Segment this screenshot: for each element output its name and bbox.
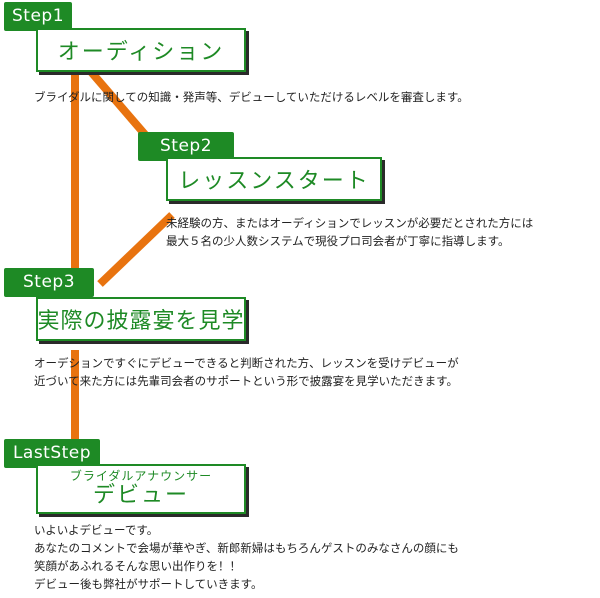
laststep-description: いよいよデビューです。 あなたのコメントで会場が華やぎ、新郎新婦はもちろんゲスト… — [34, 521, 459, 593]
connector-step1-step2 — [82, 63, 152, 141]
step1-title: オーディション — [57, 40, 225, 65]
laststep-title: デビュー — [92, 482, 189, 508]
laststep-tag: LastStep — [4, 439, 100, 468]
step2-title-box: レッスンスタート — [166, 157, 382, 201]
step2-description-line: 最大５名の少人数システムで現役プロ司会者が丁寧に指導します。 — [166, 234, 510, 248]
laststep-description-line: あなたのコメントで会場が華やぎ、新郎新婦はもちろんゲストのみなさんの顔にも — [34, 541, 459, 555]
step1-tag: Step1 — [4, 2, 72, 31]
step3-title-box: 実際の披露宴を見学 — [36, 297, 246, 341]
step2-description: 未経験の方、またはオーディションでレッスンが必要だとされた方には 最大５名の少人… — [166, 214, 533, 250]
step1-description-line: ブライダルに関しての知識・発声等、デビューしていただけるレベルを審査します。 — [34, 90, 469, 104]
step3-tag: Step3 — [4, 268, 94, 297]
laststep-title-box: ブライダルアナウンサー デビュー — [36, 464, 246, 514]
step3-description-line: オーデションですぐにデビューできると判断された方、レッスンを受けデビューが — [34, 356, 459, 370]
laststep-description-line: デビュー後も弊社がサポートしていきます。 — [34, 577, 263, 591]
laststep-subtitle: ブライダルアナウンサー — [69, 469, 213, 484]
laststep-description-line: 笑顔があふれるそんな思い出作りを！！ — [34, 559, 241, 573]
step3-description: オーデションですぐにデビューできると判断された方、レッスンを受けデビューが 近づ… — [34, 354, 459, 390]
step2-description-line: 未経験の方、またはオーディションでレッスンが必要だとされた方には — [166, 216, 534, 230]
step1-title-box: オーディション — [36, 28, 246, 72]
step1-description: ブライダルに関しての知識・発声等、デビューしていただけるレベルを審査します。 — [34, 88, 469, 106]
laststep-description-line: いよいよデビューです。 — [34, 523, 159, 537]
step3-description-line: 近づいて来た方には先輩司会者のサポートという形で披露宴を見学いただきます。 — [34, 374, 459, 388]
step2-title: レッスンスタート — [178, 169, 370, 194]
step2-tag: Step2 — [138, 132, 234, 161]
connector-step2-step3 — [97, 212, 175, 287]
step3-title: 実際の披露宴を見学 — [37, 309, 245, 334]
